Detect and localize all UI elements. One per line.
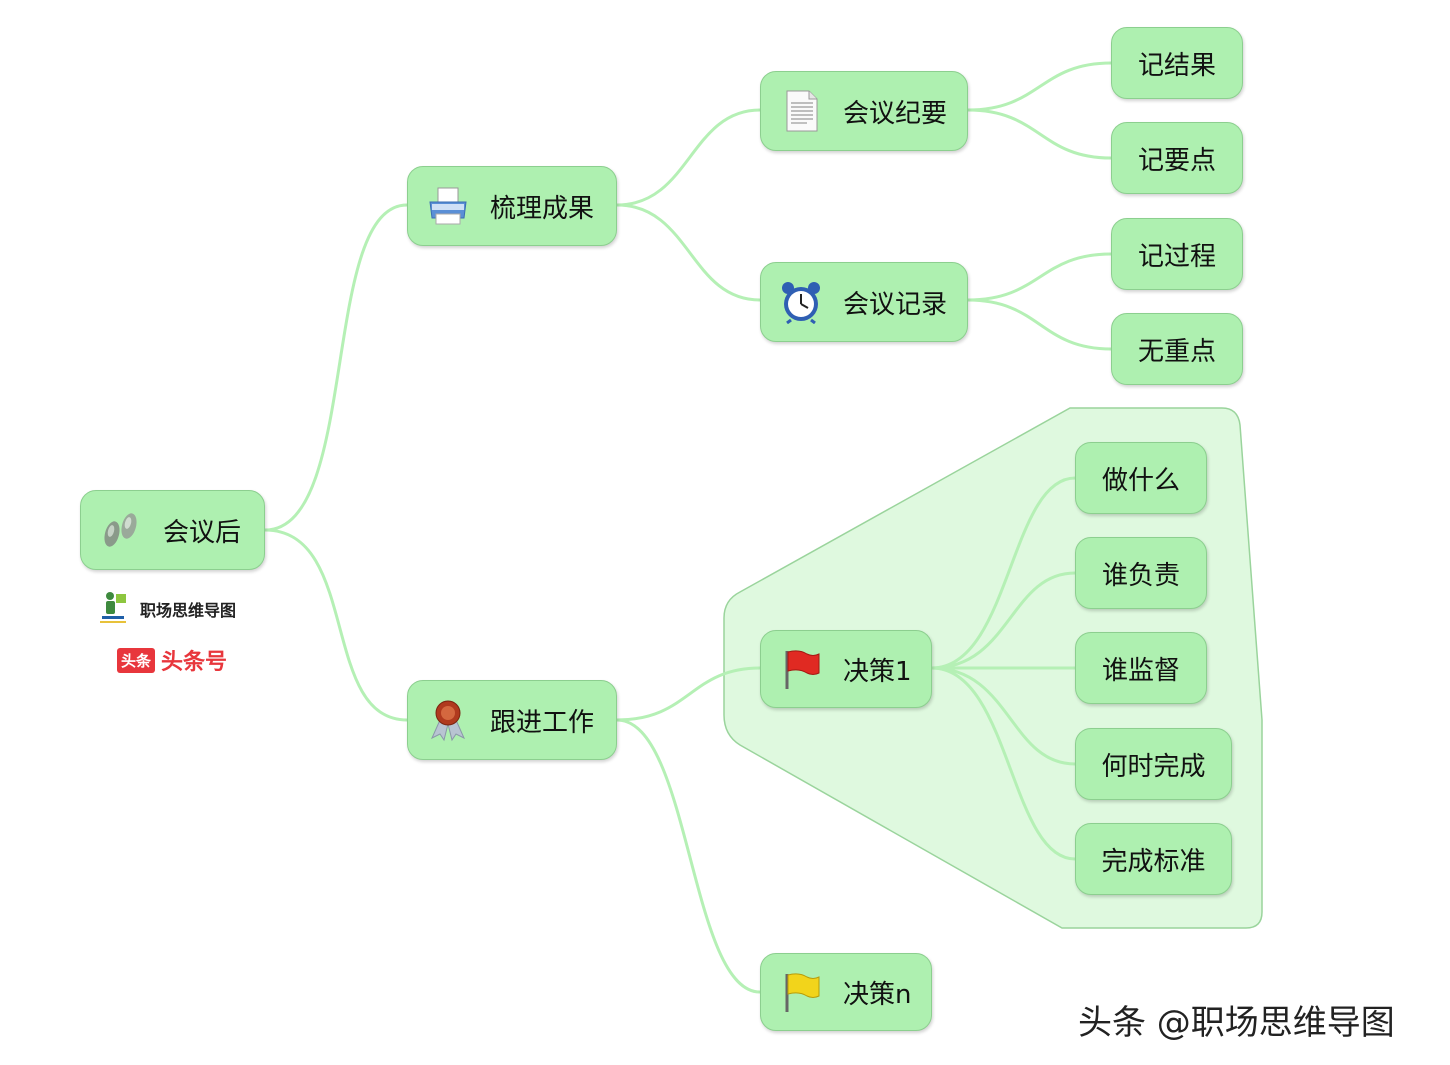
printer-icon [429,187,467,225]
footprints-icon [104,513,137,547]
leaf-label: 做什么 [1101,465,1180,496]
document-icon [786,90,818,132]
connector [967,252,1112,302]
leaf-label: 无重点 [1137,336,1216,367]
leaf-label: 谁负责 [1101,560,1180,591]
decision-label: 决策1 [843,656,912,687]
leaf-node[interactable]: 记结果 [1111,27,1243,99]
decision-label: 决策n [843,979,912,1010]
sub-node-minutes[interactable]: 会议纪要 [760,71,968,151]
connector [967,108,1112,160]
toutiao-name: 头条号 [161,650,228,675]
connector [931,571,1076,670]
connector [931,476,1076,670]
leaf-label: 记结果 [1137,50,1216,81]
connectors [264,61,1112,994]
decision-node-n[interactable]: 决策n [760,953,932,1031]
leaf-label: 记过程 [1137,241,1216,272]
alarm-clock-icon [782,282,820,324]
connector [616,718,761,994]
root-label: 会议后 [163,517,242,548]
leaf-node[interactable]: 谁负责 [1075,537,1207,609]
connector [616,203,761,302]
award-ribbon-icon [430,700,466,742]
leaf-node[interactable]: 记要点 [1111,122,1243,194]
leaf-node[interactable]: 完成标准 [1075,823,1232,895]
yellow-flag-icon [785,973,820,1012]
leaf-node[interactable]: 做什么 [1075,442,1207,514]
branch-node-1[interactable]: 梳理成果 [407,166,617,246]
brand-name: 职场思维导图 [140,601,237,620]
leaf-node[interactable]: 记过程 [1111,218,1243,290]
connector [967,298,1112,351]
leaf-node[interactable]: 何时完成 [1075,728,1232,800]
decision-node-1[interactable]: 决策1 [760,630,932,708]
connector [931,666,1076,861]
leaf-label: 完成标准 [1101,846,1206,877]
leaf-label: 何时完成 [1101,751,1206,782]
sub-label: 会议纪要 [843,98,948,129]
leaf-node[interactable]: 谁监督 [1075,632,1207,704]
branch-label: 梳理成果 [490,193,595,224]
sub-node-record[interactable]: 会议记录 [760,262,968,342]
branch-node-2[interactable]: 跟进工作 [407,680,617,760]
connector [931,666,1076,766]
connector [616,108,761,207]
sub-label: 会议记录 [843,289,948,320]
branch-label: 跟进工作 [490,707,595,738]
brand-logo: 职场思维导图 [96,590,236,628]
red-flag-icon [785,650,820,689]
connector [967,61,1112,112]
leaf-label: 记要点 [1137,145,1216,176]
leaf-label: 谁监督 [1101,655,1180,686]
person-logo-icon [100,592,126,623]
watermark: 头条 @职场思维导图 [1078,1003,1395,1043]
toutiao-logo: 头条 头条号 [117,644,227,676]
connector [264,528,408,722]
connector [616,666,761,722]
leaf-node[interactable]: 无重点 [1111,313,1243,385]
root-node[interactable]: 会议后 [80,490,265,570]
toutiao-badge: 头条 [117,647,156,673]
connector [264,203,408,532]
